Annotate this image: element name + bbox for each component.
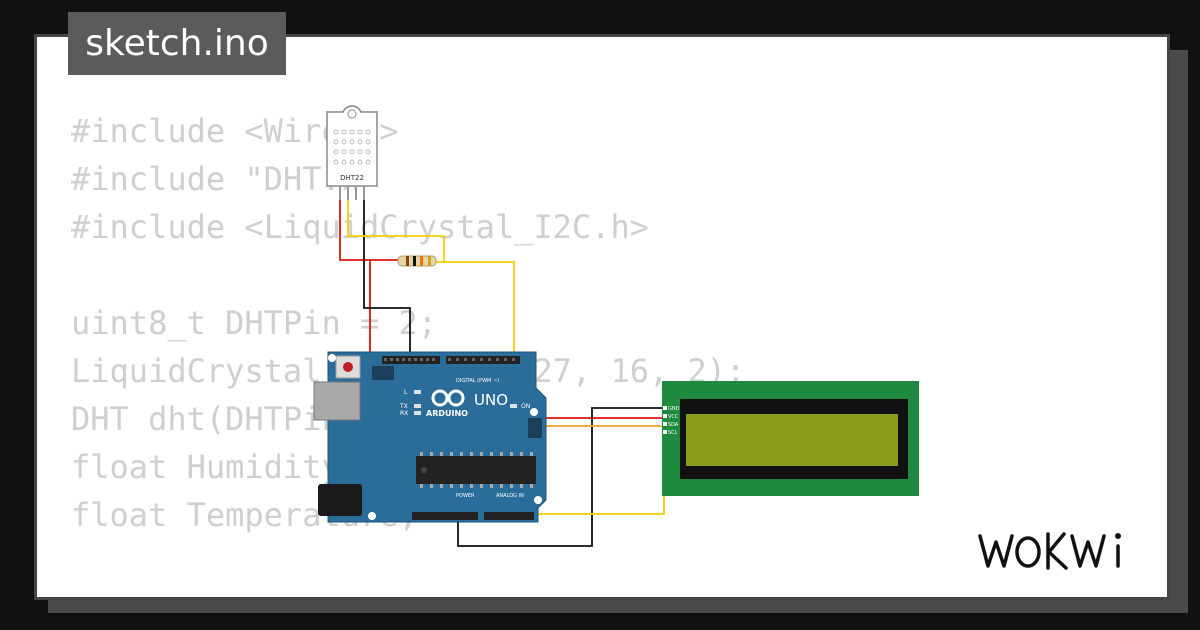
arduino-infinity-logo [431,389,465,407]
led-l-label: L [404,389,408,396]
rx-label: RX [400,410,408,417]
file-tab[interactable]: sketch.ino [68,12,286,75]
lcd-screen [686,414,898,466]
code-line: float Humidity; [71,448,360,486]
code-line: void setup() { [71,587,745,597]
wokwi-logo[interactable] [976,526,1150,574]
digital-label: DIGITAL (PWM ~) [456,378,499,384]
usb-port [313,381,361,421]
code-line: #include "DHT.h" [71,160,380,198]
tx-label: TX [399,403,408,410]
sensor-label: DHT22 [340,174,364,182]
reset-button[interactable] [343,362,353,372]
lcd-pin-vcc: VCC [668,414,679,420]
power-jack [318,484,362,516]
resistor[interactable] [397,255,437,267]
analog-header [484,512,534,520]
wire-data[interactable] [347,200,515,356]
wire-lcd-gnd[interactable] [457,407,664,547]
arduino-model-label: UNO [474,391,508,409]
lcd-pin-scl: SCL [668,430,678,436]
lcd-pin-sda: SDA [668,422,679,428]
code-line: uint8_t DHTPin = 2; [71,304,438,342]
wire-gnd[interactable] [363,200,411,356]
microcontroller-chip [416,456,536,484]
arduino-uno-board[interactable]: L TX RX ON ARDUINO UNO DIGITAL (PWM ~) P… [313,351,547,523]
arduino-brand-label: ARDUINO [426,409,468,418]
dht22-sensor[interactable]: DHT22 [326,105,378,200]
icsp-header [528,418,542,438]
code-line: #include <LiquidCrystal_I2C.h> [71,208,649,246]
lcd-display[interactable]: GND VCC SDA SCL [662,381,919,496]
analog-label: ANALOG IN [496,493,524,499]
on-label: ON [521,403,530,410]
power-header [412,512,478,520]
wire-lcd-scl[interactable] [528,434,665,515]
lcd-pin-gnd: GND [668,406,680,412]
power-label: POWER [456,493,475,499]
